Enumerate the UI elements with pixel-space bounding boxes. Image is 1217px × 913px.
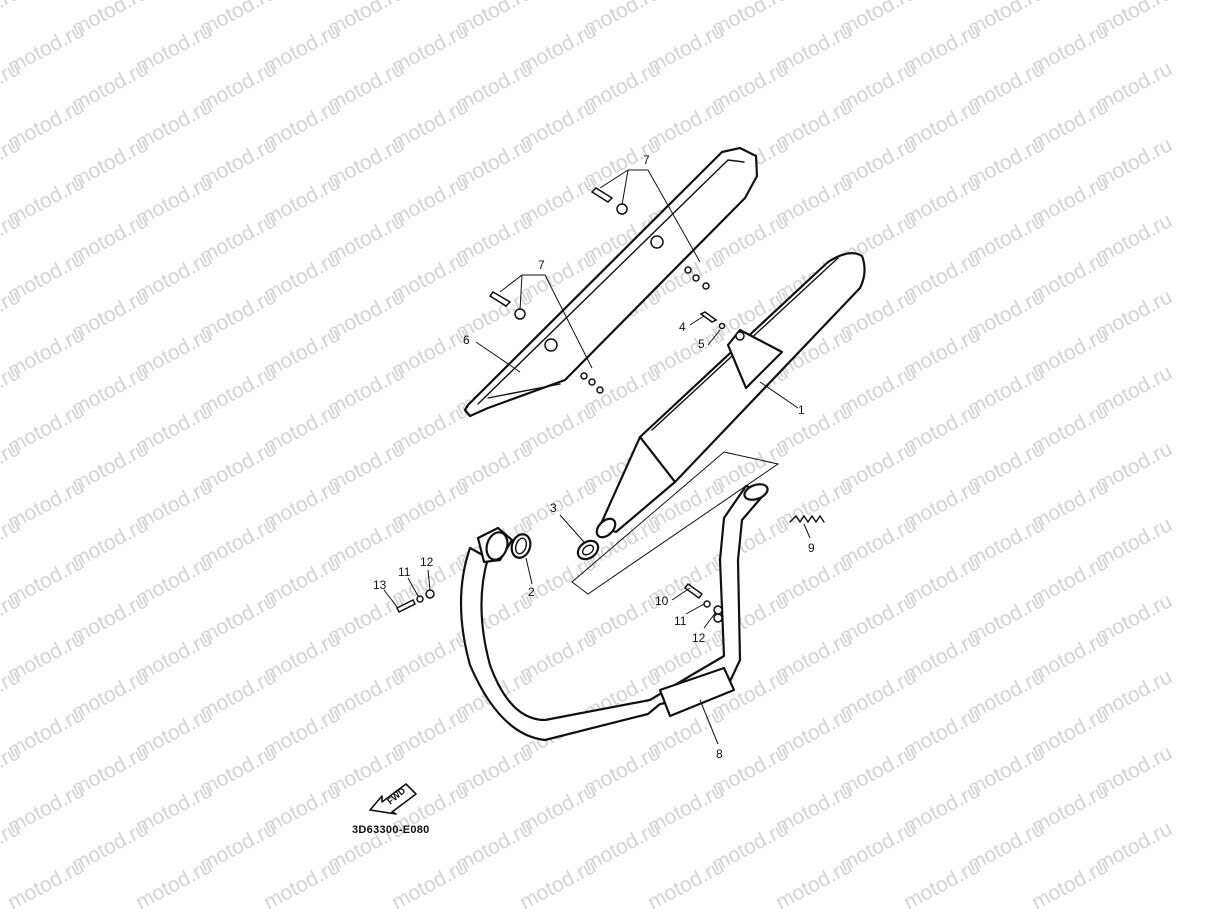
callout-7: 7 bbox=[538, 258, 545, 272]
part-1-muffler bbox=[595, 251, 866, 539]
callout-11: 11 bbox=[398, 565, 411, 579]
callout-3: 3 bbox=[550, 501, 557, 515]
hardware-fasteners bbox=[395, 187, 726, 615]
fwd-arrow-icon bbox=[369, 783, 417, 815]
part-3-gasket bbox=[576, 539, 600, 561]
callout-11: 11 bbox=[674, 614, 687, 628]
leader-lines bbox=[383, 169, 811, 745]
callout-5: 5 bbox=[698, 337, 705, 351]
callout-6: 6 bbox=[463, 333, 470, 347]
callout-12: 12 bbox=[692, 631, 706, 645]
part-6-protector bbox=[463, 146, 759, 418]
callout-numbers: 7 7 6 4 5 1 3 2 9 13 11 12 10 11 12 8 bbox=[373, 153, 815, 761]
callout-4: 4 bbox=[679, 320, 686, 334]
callout-13: 13 bbox=[373, 578, 387, 592]
callout-10: 10 bbox=[655, 594, 669, 608]
callout-9: 9 bbox=[808, 541, 815, 555]
diagram-code: 3D63300-E080 bbox=[352, 824, 430, 836]
callout-1: 1 bbox=[798, 403, 805, 417]
callout-7: 7 bbox=[643, 153, 650, 167]
callout-2: 2 bbox=[528, 585, 535, 599]
part-2-gasket bbox=[485, 531, 532, 561]
callout-8: 8 bbox=[716, 747, 723, 761]
part-9-spring bbox=[789, 514, 825, 524]
callout-12: 12 bbox=[420, 555, 434, 569]
